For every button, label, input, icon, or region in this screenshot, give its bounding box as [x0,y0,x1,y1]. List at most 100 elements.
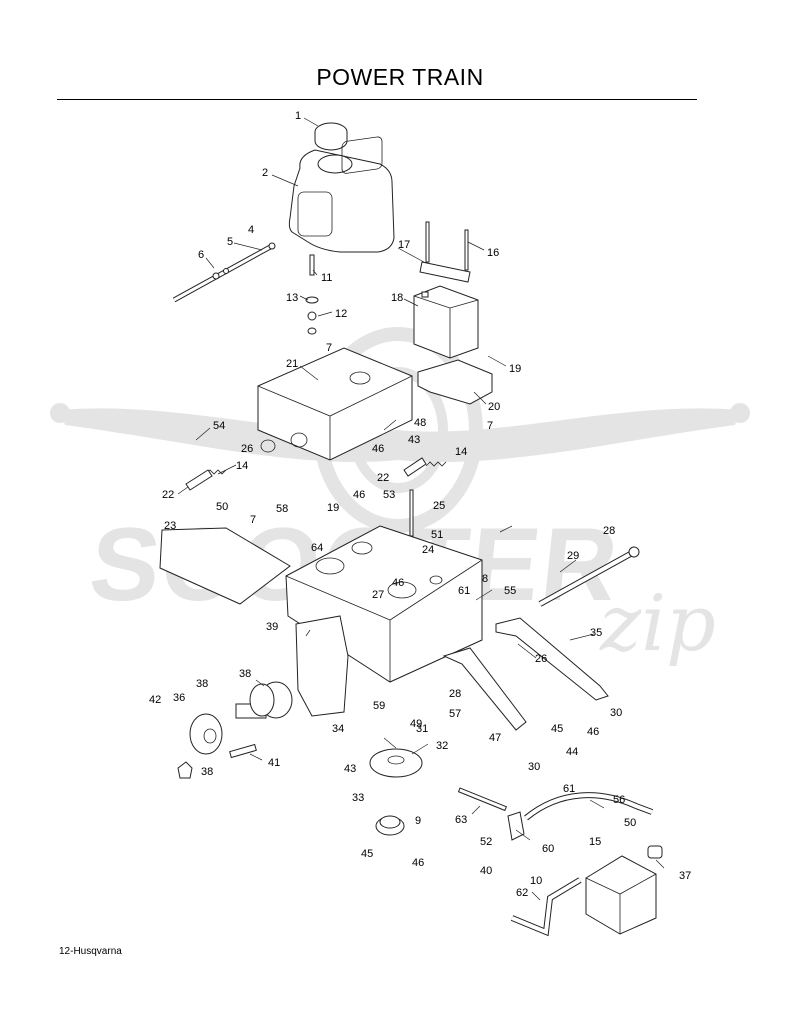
battery-hold-rods [425,221,469,271]
hydraulic-motor [235,681,293,719]
callout: 7 [250,514,256,526]
callout: 7 [326,342,332,354]
callout: 49 [410,718,422,730]
callout: 24 [422,544,434,556]
callouts: 1 2 4 5 6 11 13 12 7 17 16 18 19 21 20 7… [149,110,691,899]
page-footer: 12-Husqvarna [59,946,122,957]
drive-arm [495,617,609,701]
watermark-script: zip [599,579,716,669]
callout: 36 [173,692,185,704]
callout: 26 [535,653,547,665]
callout: 61 [458,585,470,597]
callout: 45 [551,723,563,735]
callout: 30 [610,707,622,719]
callout: 19 [509,363,521,375]
callout: 13 [286,292,298,304]
callout: 52 [480,836,492,848]
callout: 22 [162,489,174,501]
callout: 14 [236,460,248,472]
callout: 38 [239,668,251,680]
battery-tray [417,359,493,405]
callout: 63 [455,814,467,826]
nut [177,761,193,779]
lever-rod [457,787,508,812]
callout: 46 [372,443,384,455]
callout: 60 [542,843,554,855]
callout: 61 [563,783,575,795]
callout: 58 [276,503,288,515]
callout: 22 [377,472,389,484]
callout: 45 [361,848,373,860]
callout: 19 [327,502,339,514]
wheel-hub [189,713,223,755]
callout: 39 [266,621,278,633]
fitting [647,845,663,859]
callout: 33 [352,792,364,804]
callout: 27 [372,589,384,601]
callout: 53 [383,489,395,501]
callout: 59 [373,700,385,712]
callout: 11 [321,272,332,284]
callout: 46 [392,577,404,589]
callout: 12 [335,308,347,320]
callout: 37 [679,870,691,882]
battery [413,285,479,359]
callout: 55 [504,585,516,597]
callout: 41 [268,757,280,769]
callout: 64 [311,542,323,554]
callout: 56 [613,794,625,806]
callout: 54 [213,420,225,432]
title-rule [57,99,697,100]
callout: 1 [295,110,301,122]
callout: 16 [487,247,499,259]
callout: 46 [353,489,365,501]
callout: 31 [416,723,428,735]
vertical-rod [409,489,414,537]
callout: 50 [216,501,228,513]
callout: 32 [436,740,448,752]
callout: 42 [149,694,161,706]
springs [185,457,447,491]
callout: 29 [567,550,579,562]
callout: 35 [590,627,602,639]
callout: 34 [332,723,344,735]
callout: 51 [431,529,443,541]
page-title: POWER TRAIN [316,64,484,90]
fuel-cap [314,122,348,151]
callout: 8 [482,573,488,585]
fuel-tank [288,136,395,253]
upper-frame [257,347,413,461]
reservoir-box [585,855,657,935]
callout: 21 [286,358,298,370]
callout: 4 [248,224,254,236]
callout: 10 [530,875,542,887]
callout: 30 [528,761,540,773]
callout: 5 [227,236,233,248]
callout: 28 [449,688,461,700]
callout: 44 [566,746,578,758]
callout: 46 [587,726,599,738]
callout: 38 [201,766,213,778]
callout: 46 [412,857,424,869]
callout: 18 [391,292,403,304]
idler-pulley [375,815,405,836]
rod [172,242,276,303]
hub-bolt [229,743,257,759]
callout: 38 [196,678,208,690]
callout: 9 [415,815,421,827]
pulley [369,748,423,778]
callout: 7 [487,420,493,432]
callout: 17 [398,239,410,251]
callout: 48 [414,417,426,429]
motor-bracket [295,615,349,717]
callout: 50 [624,817,636,829]
callout: 43 [344,763,356,775]
tank-bolt [305,254,319,335]
valve [507,811,525,841]
callout: 57 [449,708,461,720]
callout: 47 [489,732,501,744]
steer-arm [442,647,527,731]
callout: 20 [488,401,500,413]
callout: 62 [516,887,528,899]
callout: 28 [603,525,615,537]
